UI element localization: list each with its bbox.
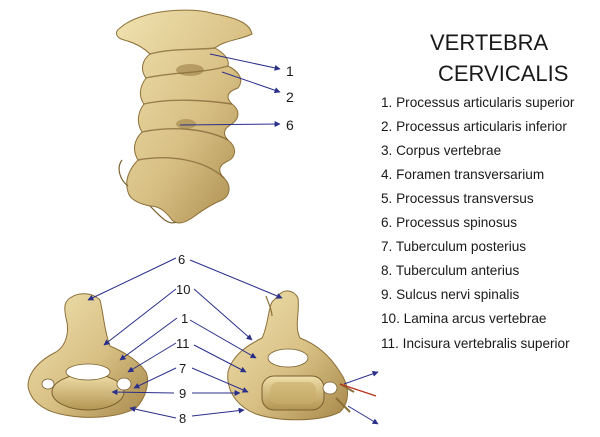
legend-item: 1. Processus articularis superior	[381, 94, 596, 111]
label-bottom-10: 10	[176, 282, 190, 297]
legend-list: 1. Processus articularis superior 2. Pro…	[381, 94, 596, 360]
label-top-6: 6	[286, 117, 294, 133]
legend-item-text: 9. Sulcus nervi spinalis	[381, 287, 520, 302]
leader-lines-bottom	[87, 257, 379, 425]
legend-item-text: 11. Incisura vertebralis superior	[381, 336, 570, 351]
legend-item: 10. Lamina arcus vertebrae	[381, 311, 596, 327]
legend-item-text: 1. Processus articularis superior	[381, 95, 575, 110]
legend-item: 11. Incisura vertebralis superior	[381, 335, 596, 352]
label-bottom-11: 11	[176, 336, 190, 351]
legend-item: 2. Processus articularis inferior	[381, 119, 596, 135]
legend-item-text: 2. Processus articularis inferior	[381, 119, 567, 134]
label-bottom-7: 7	[179, 361, 186, 376]
legend-item: 4. Foramen transversarium	[381, 167, 596, 183]
vertebra-oblique-view-right	[227, 290, 377, 421]
legend-item-text: 5. Processus transversus	[381, 191, 534, 206]
legend-item: 7. Tuberculum posterius	[381, 239, 596, 255]
legend-item: 5. Processus transversus	[381, 191, 596, 207]
number-labels-top: 1 2 6	[286, 63, 294, 133]
label-bottom-8: 8	[179, 411, 186, 426]
leader-lines-top	[179, 53, 281, 128]
legend-item-text: 8. Tuberculum anterius	[381, 263, 520, 278]
vertebra-superior-view-left	[27, 293, 149, 418]
legend-item: 8. Tuberculum anterius	[381, 263, 596, 279]
title-line-1: VERTEBRA	[430, 30, 549, 55]
legend-item-text: 10. Lamina arcus vertebrae	[381, 311, 547, 326]
label-bottom-6: 6	[178, 252, 185, 267]
legend-item-text: 7. Tuberculum posterius	[381, 239, 527, 254]
number-labels-bottom: 6 10 1 11 7 9 8	[176, 252, 190, 426]
label-bottom-9: 9	[179, 386, 186, 401]
legend-item-text: 6. Processus spinosus	[381, 215, 518, 230]
legend-item: 9. Sulcus nervi spinalis	[381, 287, 596, 303]
label-top-2: 2	[286, 89, 294, 105]
legend-item-text: 4. Foramen transversarium	[381, 167, 545, 182]
legend-item: 3. Corpus vertebrae	[381, 143, 596, 159]
legend-item-text: 3. Corpus vertebrae	[381, 143, 502, 158]
label-bottom-1: 1	[181, 311, 188, 326]
label-top-1: 1	[286, 63, 294, 79]
title-line-2: CERVICALIS	[438, 61, 569, 86]
legend-item: 6. Processus spinosus	[381, 215, 596, 231]
cervical-spine-illustration	[116, 9, 253, 224]
